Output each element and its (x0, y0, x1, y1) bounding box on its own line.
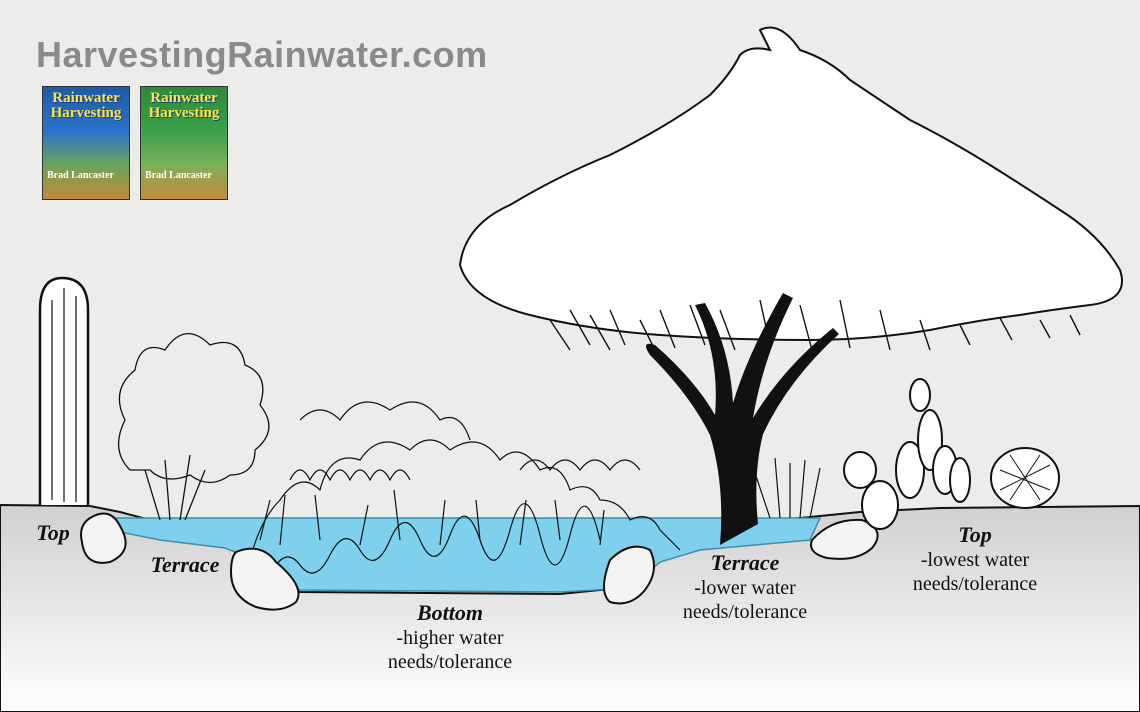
zone-name: Top (958, 522, 992, 547)
label-terrace-left: Terrace (130, 552, 240, 578)
zone-desc-line2: needs/tolerance (682, 601, 808, 623)
saguaro-cactus (38, 276, 90, 505)
tree-canopy (458, 26, 1123, 342)
zone-name: Terrace (710, 550, 780, 575)
label-top-left: Top (18, 520, 88, 546)
zone-desc-line2: needs/tolerance (387, 651, 513, 673)
basin-shrubs (249, 401, 681, 576)
book-title: Rainwater Harvesting (50, 90, 122, 121)
rocks (80, 512, 879, 611)
zone-desc-line2: needs/tolerance (912, 573, 1038, 595)
book-author: Brad Lancaster (145, 170, 212, 181)
book-cover-2[interactable]: Rainwater Harvesting Brad Lancaster (140, 86, 228, 200)
grass-tufts (754, 457, 821, 519)
zone-desc-line1: -higher water (396, 627, 504, 649)
zone-name: Bottom (416, 600, 483, 625)
zone-name: Terrace (150, 552, 220, 577)
label-terrace-right: Terrace -lower water needs/tolerance (650, 550, 840, 624)
prickly-pear-cactus (843, 378, 971, 530)
zone-desc-line1: -lowest water (920, 549, 1030, 571)
barrel-cactus (990, 447, 1060, 509)
terrace-shrub-left (118, 333, 270, 521)
site-title[interactable]: HarvestingRainwater.com (36, 34, 488, 75)
zone-desc-line1: -lower water (694, 577, 796, 599)
label-top-right: Top -lowest water needs/tolerance (880, 522, 1070, 596)
book-title: Rainwater Harvesting (148, 90, 220, 121)
canopy-shading (549, 299, 1081, 351)
book-author: Brad Lancaster (47, 170, 114, 181)
tree-trunk (646, 293, 839, 545)
label-bottom: Bottom -higher water needs/tolerance (350, 600, 550, 674)
book-cover-1[interactable]: Rainwater Harvesting Brad Lancaster (42, 86, 130, 200)
zone-name: Top (36, 520, 70, 545)
